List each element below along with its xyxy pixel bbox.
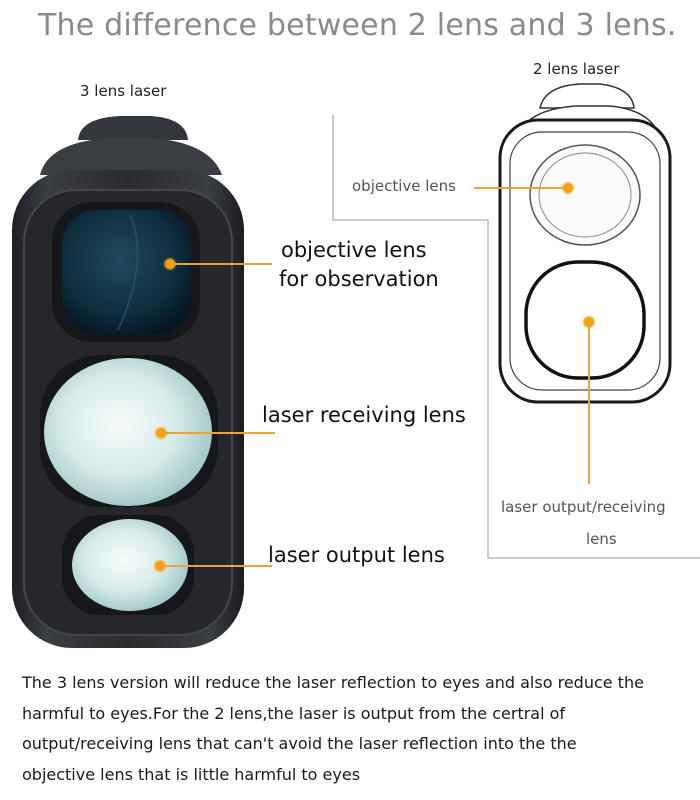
- output-lens-label: laser output lens: [268, 543, 445, 567]
- description-line: harmful to eyes.For the 2 lens,the laser…: [22, 703, 566, 723]
- callout-objective-lens-2: [474, 181, 575, 195]
- description-paragraph: The 3 lens version will reduce the laser…: [22, 668, 682, 790]
- callout-objective-lens: [163, 257, 272, 271]
- callout-receiving-lens: [154, 426, 275, 440]
- callout-output-lens: [153, 559, 272, 573]
- three-lens-device: [12, 116, 244, 648]
- two-lens-caption: 2 lens laser: [533, 60, 620, 78]
- page-title: The difference between 2 lens and 3 lens…: [38, 8, 677, 43]
- description-line: The 3 lens version will reduce the laser…: [22, 673, 644, 692]
- callout-output-receiving-lens: [582, 315, 596, 484]
- two-lens-device: [498, 83, 672, 404]
- receiving-lens-label: laser receiving lens: [262, 403, 466, 427]
- divider-lines: [332, 115, 700, 559]
- description-line: objective lens that is little harmful to…: [22, 764, 361, 784]
- description-line: output/receiving lens that can't avoid t…: [22, 734, 577, 753]
- objective-lens-label: objective lens: [281, 238, 427, 262]
- objective-lens-sublabel: for observation: [279, 267, 439, 291]
- objective-lens-label-2: objective lens: [352, 177, 456, 195]
- output-receiving-label: laser output/receiving: [501, 498, 666, 516]
- output-receiving-sublabel: lens: [586, 530, 617, 548]
- three-lens-caption: 3 lens laser: [80, 82, 167, 100]
